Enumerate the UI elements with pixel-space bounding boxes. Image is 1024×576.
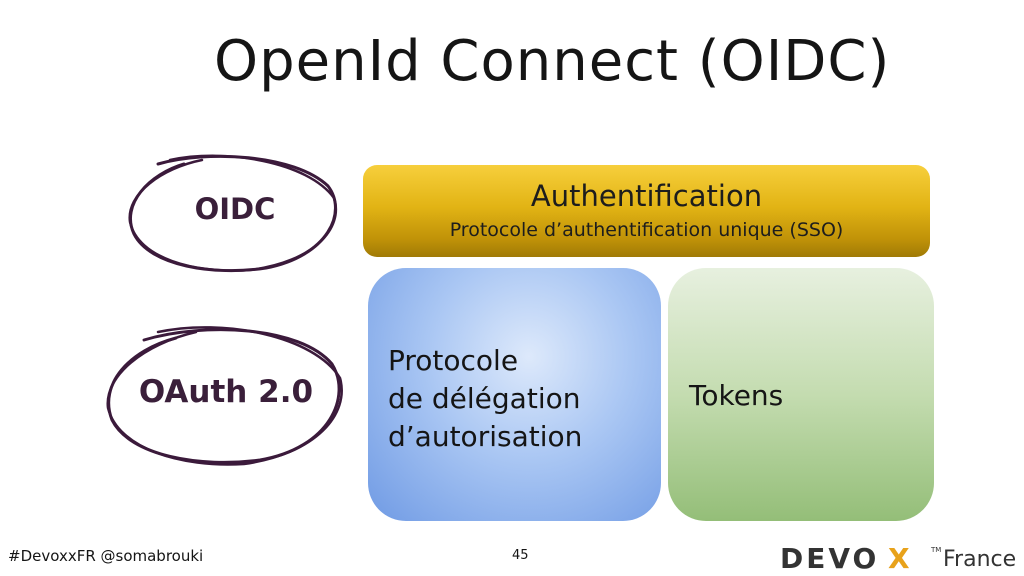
logo-tm-text: TM <box>931 546 942 554</box>
tokens-box: Tokens <box>668 268 934 521</box>
slide-title: OpenId Connect (OIDC) <box>214 29 891 94</box>
oauth-label: OAuth 2.0 <box>138 374 314 410</box>
authentication-box: Authentification Protocole d’authentific… <box>363 165 930 257</box>
hand-drawn-circle-icon <box>128 154 337 273</box>
delegation-line-2: de délégation <box>388 382 581 415</box>
delegation-line-3: d’autorisation <box>388 420 583 453</box>
tokens-label: Tokens <box>689 379 784 412</box>
authentication-subtitle: Protocole d’authentification unique (SSO… <box>449 219 844 241</box>
delegation-line-1: Protocole <box>388 344 519 377</box>
footer-hashtag: #DevoxxFR @somabrouki <box>8 547 204 565</box>
oidc-circle: OIDC <box>122 148 348 274</box>
oauth-circle: OAuth 2.0 <box>100 318 352 468</box>
authentication-title: Authentification <box>530 179 763 213</box>
devoxx-france-logo: DEVO X TM France <box>780 544 1020 574</box>
delegation-text: Protocole de délégation d’autorisation <box>388 342 582 456</box>
hand-drawn-circle-icon <box>106 326 343 466</box>
oidc-label: OIDC <box>194 192 276 226</box>
delegation-box: Protocole de délégation d’autorisation <box>368 268 661 521</box>
page-number: 45 <box>512 548 529 563</box>
logo-devo-text: DEVO <box>780 542 880 575</box>
logo-france-text: France <box>943 547 1017 572</box>
logo-x-text: X <box>888 542 910 575</box>
